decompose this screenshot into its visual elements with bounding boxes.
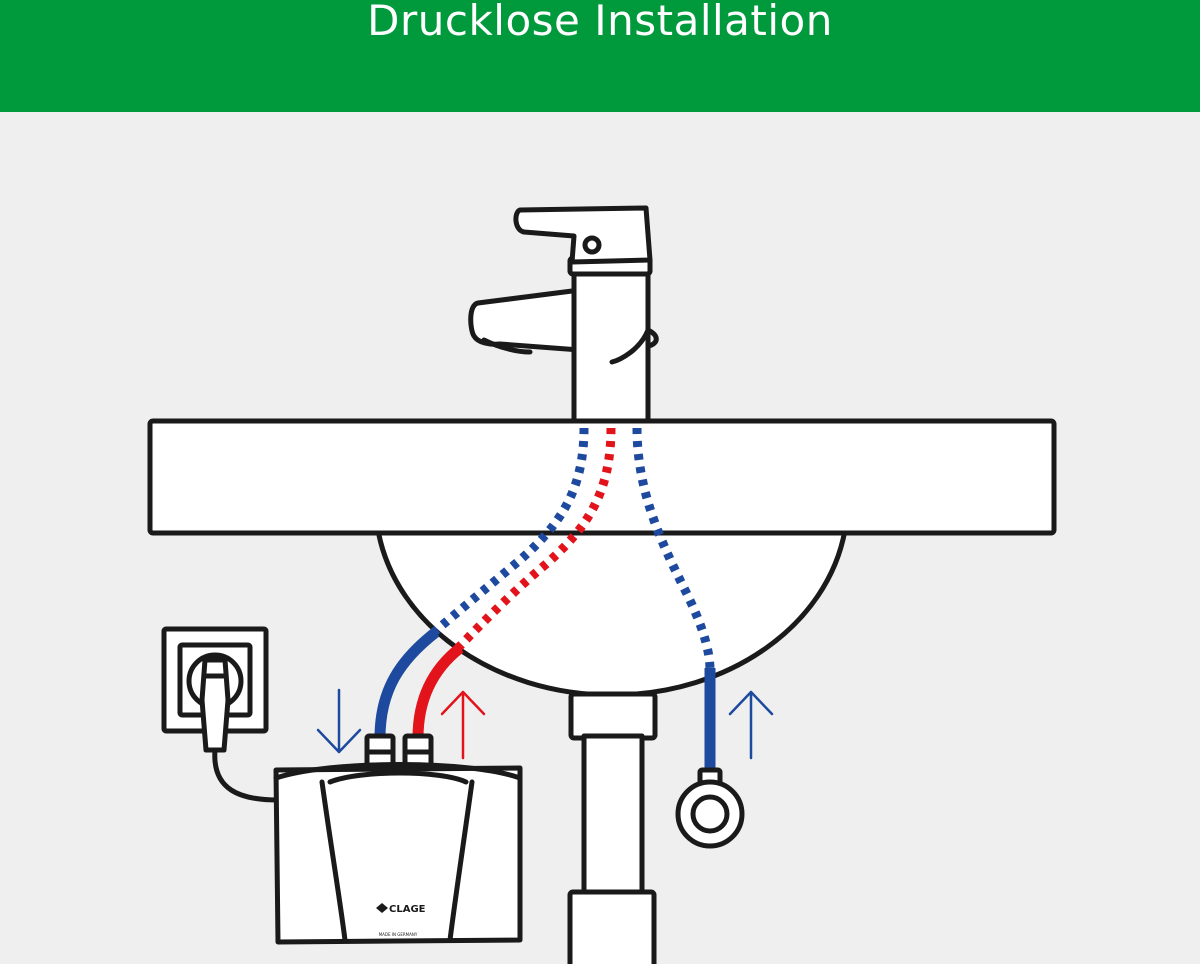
page-title: Drucklose Installation	[367, 0, 833, 45]
power-cable	[212, 747, 281, 803]
socket-icon	[161, 626, 269, 734]
drain-bottom-collar	[567, 889, 657, 964]
heater-body	[273, 765, 523, 945]
water-heater: CLAGE MADE IN GERMANY	[273, 733, 523, 945]
countertop	[147, 418, 1057, 536]
faucet-icon	[468, 205, 659, 427]
shutoff-valve	[675, 767, 745, 849]
heater-logo: CLAGE	[389, 904, 426, 915]
hot-hose-solid	[412, 643, 464, 739]
sink-basin	[375, 527, 848, 698]
drain-pipe	[581, 733, 645, 899]
flow-arrow-icon	[316, 688, 774, 760]
header-banner: Drucklose Installation	[0, 0, 1200, 112]
faucet-body	[571, 259, 651, 427]
plug-icon	[199, 657, 231, 753]
hot-hose-dashed	[454, 427, 616, 652]
cold-hose-solid	[374, 627, 440, 739]
faucet-lever	[513, 205, 653, 265]
outlet-hose-dashed	[632, 427, 715, 671]
heater-made-in-label: MADE IN GERMANY	[379, 932, 418, 937]
drain-collar	[568, 691, 658, 741]
installation-diagram: CLAGE MADE IN GERMANY	[147, 205, 1057, 964]
